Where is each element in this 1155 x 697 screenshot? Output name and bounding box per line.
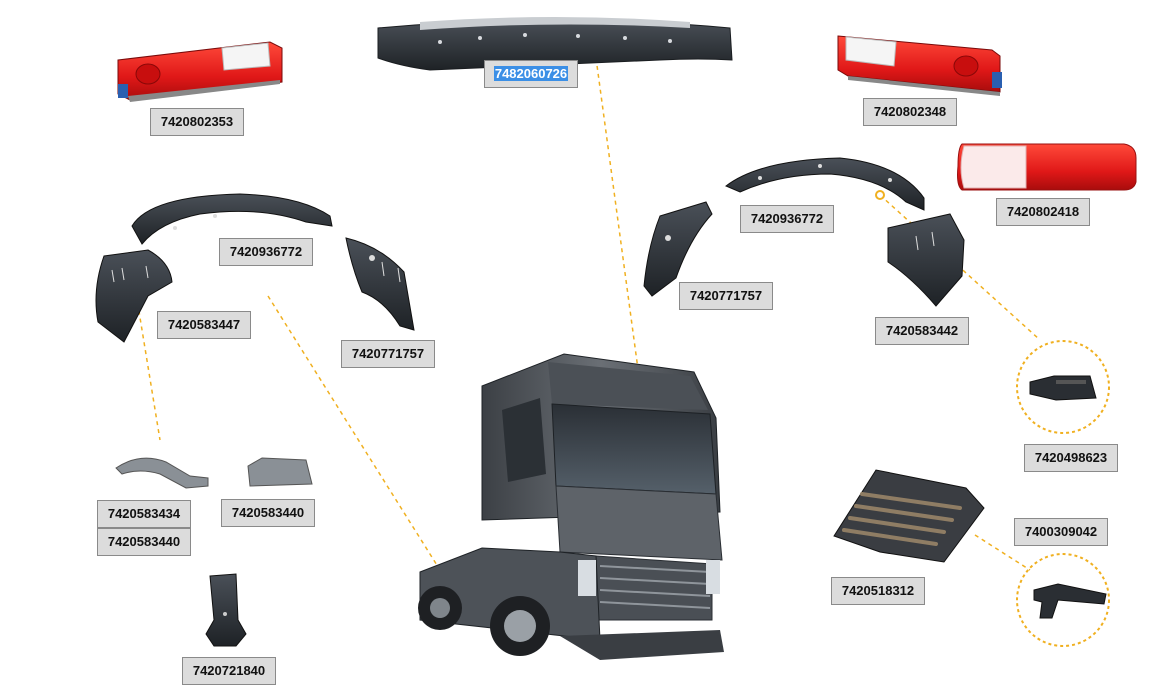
- step-clip-image: [1033, 583, 1107, 619]
- step-grid-image: [833, 469, 985, 563]
- part-label-bracket-a[interactable]: 7420583434: [97, 500, 191, 528]
- leader-dot: [875, 190, 885, 200]
- part-label-step-clip[interactable]: 7400309042: [1014, 518, 1108, 546]
- mudguard-rear-right-image: [643, 201, 713, 297]
- part-label-mudguard-rear-left[interactable]: 7420771757: [341, 340, 435, 368]
- plate-image: [247, 457, 313, 487]
- tail-light-left-image: [117, 41, 283, 102]
- mudguard-rear-left-image: [345, 237, 415, 331]
- part-label-bracket-c[interactable]: 7420583440: [221, 499, 315, 527]
- zoom-circle-clip: [1016, 340, 1110, 434]
- part-label-step-grid[interactable]: 7420518312: [831, 577, 925, 605]
- leader-line-step-clip: [974, 534, 1031, 571]
- part-label-mudguard-rear-right[interactable]: 7420771757: [679, 282, 773, 310]
- part-label-clip[interactable]: 7420498623: [1024, 444, 1118, 472]
- support-bracket-image: [205, 573, 247, 647]
- truck-image: [418, 353, 724, 660]
- part-label-tail-light-left[interactable]: 7420802353: [150, 108, 244, 136]
- mudguard-upper-left-image: [131, 193, 333, 245]
- tail-light-lens-image: [957, 143, 1137, 191]
- part-label-support-bracket[interactable]: 7420721840: [182, 657, 276, 685]
- part-label-mudguard-front-left[interactable]: 7420583447: [157, 311, 251, 339]
- mudguard-front-right-image: [887, 213, 965, 307]
- sun-visor-image: [377, 17, 733, 71]
- part-label-mudguard-front-right[interactable]: 7420583442: [875, 317, 969, 345]
- leader-line-mudguard-cab: [267, 295, 441, 571]
- mudguard-upper-right-image: [725, 157, 925, 211]
- part-label-mudguard-upper-right[interactable]: 7420936772: [740, 205, 834, 233]
- part-label-bracket-b[interactable]: 7420583440: [97, 528, 191, 556]
- part-label-tail-light-right[interactable]: 7420802348: [863, 98, 957, 126]
- part-label-sun-visor[interactable]: 7482060726: [484, 60, 578, 88]
- leader-line-sun-visor: [595, 57, 641, 385]
- part-label-tail-light-lens[interactable]: 7420802418: [996, 198, 1090, 226]
- clip-image: [1029, 375, 1097, 401]
- zoom-circle-step-clip: [1016, 553, 1110, 647]
- tail-light-right-image: [837, 35, 1002, 96]
- mudguard-front-left-image: [95, 249, 173, 343]
- bracket-image: [115, 457, 209, 489]
- part-label-mudguard-upper-left[interactable]: 7420936772: [219, 238, 313, 266]
